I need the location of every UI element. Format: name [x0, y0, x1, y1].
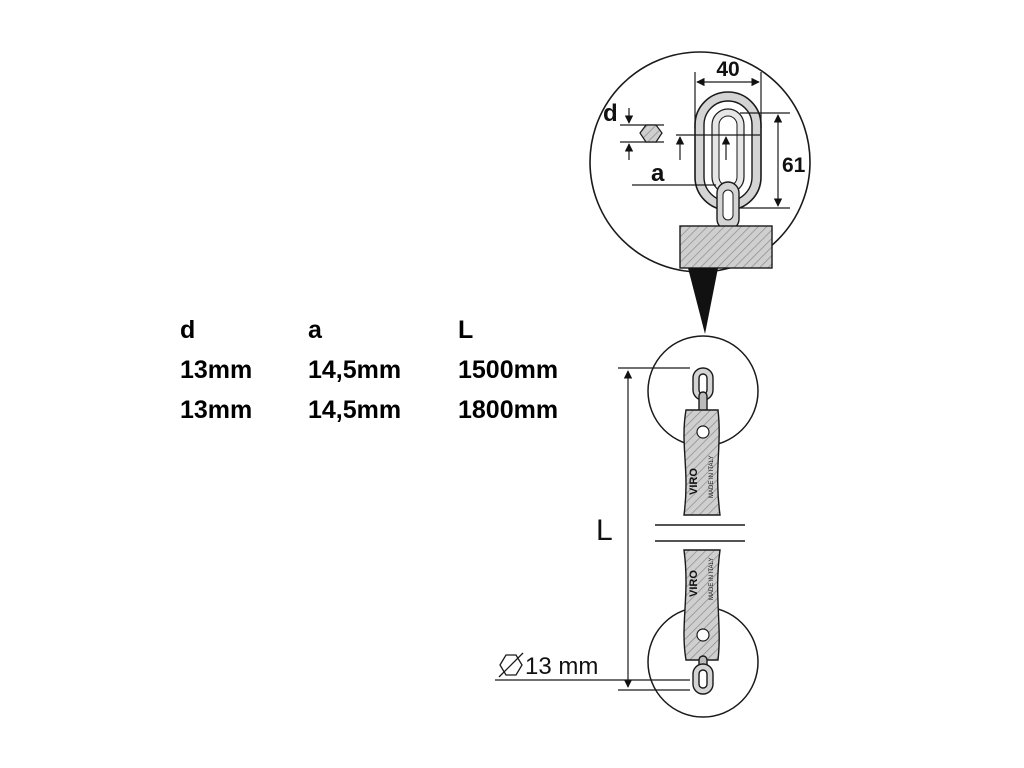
cell-d: 13mm [180, 356, 253, 384]
length-dimension [618, 367, 690, 691]
lower-sleeve [683, 549, 721, 661]
d-label: d [603, 100, 618, 127]
diameter-callout [495, 652, 690, 681]
diameter-label: 13 mm [525, 653, 598, 680]
height-label: 61 [782, 154, 806, 177]
detail-sleeve-block [679, 225, 773, 269]
upper-origin-text: MADE IN ITALY [709, 456, 715, 498]
upper-brand-text: VIRO [688, 468, 700, 495]
a-dimension [632, 134, 760, 186]
detail-lower-link [716, 181, 740, 231]
bottom-chain-links [692, 655, 714, 695]
chain-assembly: VIRO MADE IN ITALY VIRO MADE IN ITALY L [495, 335, 759, 718]
length-label: L [596, 514, 613, 547]
top-chain-links [692, 367, 714, 417]
upper-sleeve-hole [696, 425, 710, 439]
d-hex-section [639, 124, 663, 143]
header-a: a [308, 316, 322, 344]
width-label: 40 [716, 58, 739, 81]
cell-a: 14,5mm [308, 396, 402, 424]
lower-sleeve-hole [696, 628, 710, 642]
header-l: L [458, 316, 474, 344]
detail-oval-link [694, 91, 762, 211]
magnifier-pointer [688, 268, 718, 334]
length-break [655, 524, 745, 542]
cell-l: 1800mm [458, 396, 559, 424]
cell-a: 14,5mm [308, 356, 402, 384]
cell-l: 1500mm [458, 356, 559, 384]
detail-magnifier: 40 61 d a [589, 51, 811, 273]
cell-d: 13mm [180, 396, 253, 424]
height-dimension [740, 112, 790, 209]
a-label: a [651, 160, 665, 187]
lower-origin-text: MADE IN ITALY [709, 558, 715, 600]
hex-diameter-icon [499, 654, 523, 676]
header-d: d [180, 316, 196, 344]
upper-sleeve [683, 409, 721, 516]
width-dimension [694, 72, 762, 128]
lower-brand-text: VIRO [688, 570, 700, 597]
